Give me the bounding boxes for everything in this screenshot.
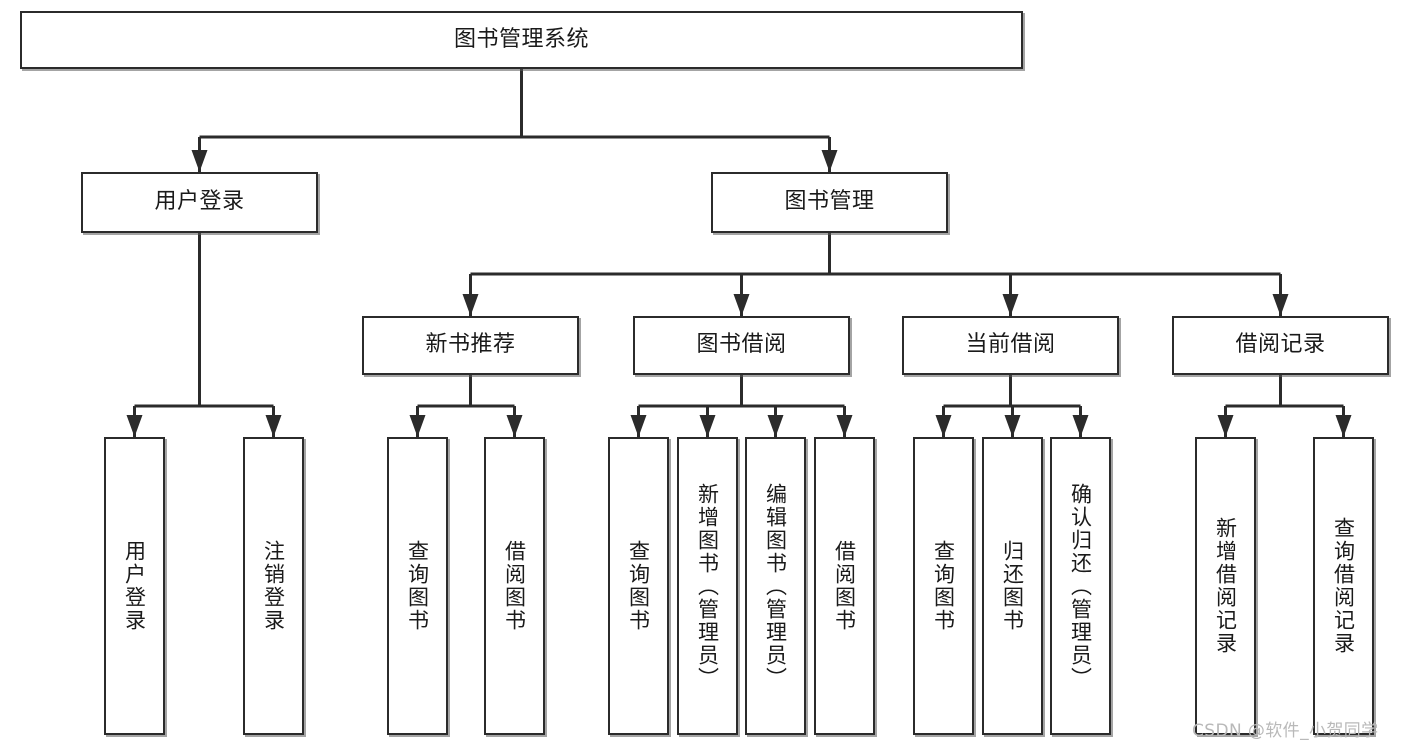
arrowhead-leaf-query-book-2 [630,415,647,437]
node-leaf-user-login[interactable]: 用户登录 [104,437,165,735]
node-leaf-add-record[interactable]: 新增借阅记录 [1195,437,1256,735]
node-book-manage[interactable]: 图书管理 [711,172,948,233]
node-leaf-edit-book[interactable]: 编辑图书（管理员） [745,437,806,735]
node-leaf-return-book[interactable]: 归还图书 [982,437,1043,735]
node-root[interactable]: 图书管理系统 [20,11,1023,69]
arrowhead-leaf-logout [265,415,282,437]
node-label: 查询图书 [626,540,651,632]
node-label: 查询借阅记录 [1331,517,1356,655]
arrowhead-leaf-borrow-book-2 [836,415,853,437]
arrowhead-leaf-query-book-1 [409,415,426,437]
node-leaf-query-record[interactable]: 查询借阅记录 [1313,437,1374,735]
node-label: 当前借阅 [965,332,1056,358]
arrowhead-leaf-query-record [1335,415,1352,437]
node-current-borrow[interactable]: 当前借阅 [902,316,1119,375]
node-leaf-query-book-3[interactable]: 查询图书 [913,437,974,735]
node-label: 确认归还（管理员） [1068,482,1093,690]
node-label: 图书管理系统 [453,26,589,52]
arrowhead-leaf-add-record [1217,415,1234,437]
node-label: 新增借阅记录 [1213,517,1238,655]
node-leaf-borrow-book-1[interactable]: 借阅图书 [484,437,545,735]
node-label: 图书借阅 [696,332,787,358]
node-label: 借阅记录 [1235,332,1326,358]
node-label: 用户登录 [122,540,147,632]
node-new-book-rec[interactable]: 新书推荐 [362,316,579,375]
node-leaf-logout[interactable]: 注销登录 [243,437,304,735]
node-label: 借阅图书 [832,540,857,632]
arrowhead-leaf-confirm-return [1072,415,1089,437]
node-leaf-add-book[interactable]: 新增图书（管理员） [677,437,738,735]
node-leaf-confirm-return[interactable]: 确认归还（管理员） [1050,437,1111,735]
arrowhead-user-login [191,150,208,172]
arrowhead-book-manage [821,150,838,172]
node-label: 查询图书 [931,540,956,632]
node-label: 归还图书 [1000,540,1025,632]
arrowhead-leaf-borrow-book-1 [506,415,523,437]
node-label: 新增图书（管理员） [695,482,720,690]
node-label: 新书推荐 [425,332,516,358]
watermark-label: CSDN @软件_小贺同学 [1192,721,1379,741]
node-label: 编辑图书（管理员） [763,482,788,690]
arrowhead-current-borrow [1002,294,1019,316]
arrowhead-new-book-rec [462,294,479,316]
node-label: 用户登录 [154,189,245,215]
node-user-login[interactable]: 用户登录 [81,172,318,233]
arrowhead-leaf-user-login [126,415,143,437]
node-label: 借阅图书 [502,540,527,632]
arrowhead-leaf-return-book [1004,415,1021,437]
arrowhead-leaf-edit-book [767,415,784,437]
node-label: 注销登录 [261,540,286,632]
node-borrow-record[interactable]: 借阅记录 [1172,316,1389,375]
node-label: 图书管理 [784,189,875,215]
arrowhead-borrow-record [1272,294,1289,316]
node-leaf-borrow-book-2[interactable]: 借阅图书 [814,437,875,735]
arrowhead-book-borrow [733,294,750,316]
node-leaf-query-book-2[interactable]: 查询图书 [608,437,669,735]
node-book-borrow[interactable]: 图书借阅 [633,316,850,375]
arrowhead-leaf-query-book-3 [935,415,952,437]
arrowhead-leaf-add-book [699,415,716,437]
node-label: 查询图书 [405,540,430,632]
node-leaf-query-book-1[interactable]: 查询图书 [387,437,448,735]
